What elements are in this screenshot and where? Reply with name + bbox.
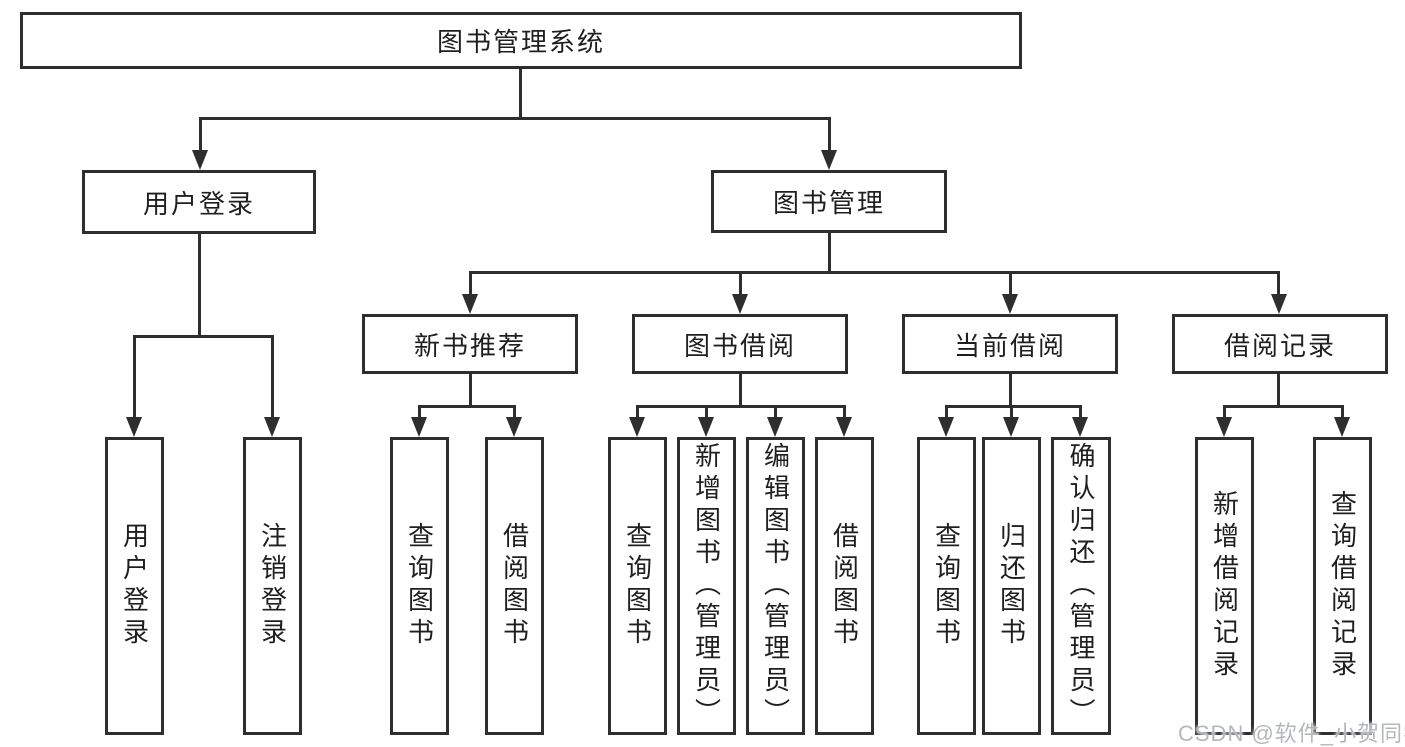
leaf-return-book-label: 归还图书	[996, 522, 1027, 650]
node-current-borrow: 当前借阅	[902, 314, 1118, 374]
arrowhead-icon	[836, 417, 852, 437]
node-book-borrow: 图书借阅	[632, 314, 848, 374]
connector	[828, 233, 831, 273]
leaf-query-books-recommend-label: 查询图书	[404, 522, 435, 650]
connector	[1277, 374, 1280, 405]
leaf-query-borrow-record: 查询借阅记录	[1313, 437, 1372, 735]
arrowhead-icon	[767, 417, 783, 437]
connector	[198, 234, 201, 335]
csdn-watermark: CSDN @软件_小贺同学	[1178, 721, 1405, 746]
arrowhead-icon	[1216, 417, 1232, 437]
connector	[739, 271, 742, 294]
connector	[1277, 271, 1280, 294]
leaf-borrow-book-recommend-label: 借阅图书	[499, 522, 530, 650]
node-user-login: 用户登录	[82, 170, 316, 234]
arrowhead-icon	[126, 417, 142, 437]
leaf-user-login-label: 用户登录	[119, 522, 150, 650]
arrowhead-icon	[264, 417, 280, 437]
node-new-book-recommend-label: 新书推荐	[413, 330, 526, 361]
arrowhead-icon	[1072, 417, 1088, 437]
arrowhead-icon	[506, 417, 522, 437]
connector	[418, 405, 421, 417]
connector	[774, 405, 777, 417]
leaf-query-books-current: 查询图书	[917, 437, 976, 735]
leaf-borrow-book: 借阅图书	[815, 437, 874, 735]
arrowhead-icon	[821, 150, 837, 170]
connector	[418, 405, 516, 408]
node-borrow-records-label: 借阅记录	[1223, 330, 1336, 361]
leaf-query-books-recommend: 查询图书	[390, 437, 449, 735]
connector	[636, 405, 639, 417]
arrowhead-icon	[629, 417, 645, 437]
connector	[739, 374, 742, 405]
connector	[945, 405, 1082, 408]
arrowhead-icon	[462, 294, 478, 314]
connector	[469, 271, 1280, 274]
arrowhead-icon	[1334, 417, 1350, 437]
connector	[636, 405, 846, 408]
connector	[1079, 405, 1082, 417]
connector	[828, 117, 831, 151]
connector	[469, 271, 472, 294]
connector	[133, 335, 274, 338]
arrowhead-icon	[411, 417, 427, 437]
leaf-confirm-return-admin-label: 确认归还（管理员）	[1066, 442, 1096, 730]
leaf-query-books-label: 查询图书	[622, 522, 653, 650]
connector	[1223, 405, 1226, 417]
leaf-logout-label: 注销登录	[257, 522, 288, 650]
connector	[705, 405, 708, 417]
arrowhead-icon	[1002, 294, 1018, 314]
connector	[1009, 374, 1012, 405]
connector	[1223, 405, 1344, 408]
node-book-management-label: 图书管理	[772, 188, 885, 218]
leaf-confirm-return-admin: 确认归还（管理员）	[1051, 437, 1111, 735]
leaf-return-book: 归还图书	[982, 437, 1041, 735]
connector	[1341, 405, 1344, 417]
leaf-add-borrow-record: 新增借阅记录	[1195, 437, 1254, 735]
leaf-query-books-current-label: 查询图书	[931, 522, 962, 650]
arrowhead-icon	[1003, 417, 1019, 437]
arrowhead-icon	[1271, 294, 1287, 314]
leaf-edit-book-admin-label: 编辑图书（管理员）	[760, 442, 791, 730]
arrowhead-icon	[698, 417, 714, 437]
root-node: 图书管理系统	[20, 12, 1022, 69]
leaf-borrow-book-label: 借阅图书	[829, 522, 860, 650]
connector	[1009, 271, 1012, 294]
node-user-login-label: 用户登录	[142, 188, 255, 219]
leaf-user-login: 用户登录	[105, 437, 164, 735]
connector	[133, 335, 136, 417]
connector	[271, 335, 274, 417]
connector	[519, 69, 522, 117]
leaf-add-borrow-record-label: 新增借阅记录	[1209, 490, 1240, 682]
leaf-add-book-admin-label: 新增图书（管理员）	[691, 442, 722, 730]
arrowhead-icon	[732, 294, 748, 314]
node-new-book-recommend: 新书推荐	[362, 314, 578, 374]
leaf-borrow-book-recommend: 借阅图书	[485, 437, 544, 735]
connector	[513, 405, 516, 417]
node-current-borrow-label: 当前借阅	[953, 330, 1066, 361]
connector	[199, 117, 202, 151]
connector	[945, 405, 948, 417]
leaf-query-books: 查询图书	[608, 437, 667, 735]
leaf-add-book-admin: 新增图书（管理员）	[677, 437, 736, 735]
connector	[469, 374, 472, 405]
node-book-borrow-label: 图书借阅	[683, 330, 796, 361]
root-node-label: 图书管理系统	[436, 27, 605, 57]
leaf-edit-book-admin: 编辑图书（管理员）	[746, 437, 805, 735]
node-borrow-records: 借阅记录	[1172, 314, 1388, 374]
arrowhead-icon	[192, 150, 208, 170]
leaf-query-borrow-record-label: 查询借阅记录	[1327, 490, 1358, 682]
node-book-management: 图书管理	[711, 170, 947, 233]
leaf-logout: 注销登录	[243, 437, 302, 735]
connector	[199, 117, 831, 120]
connector	[1010, 405, 1013, 417]
connector	[843, 405, 846, 417]
arrowhead-icon	[938, 417, 954, 437]
